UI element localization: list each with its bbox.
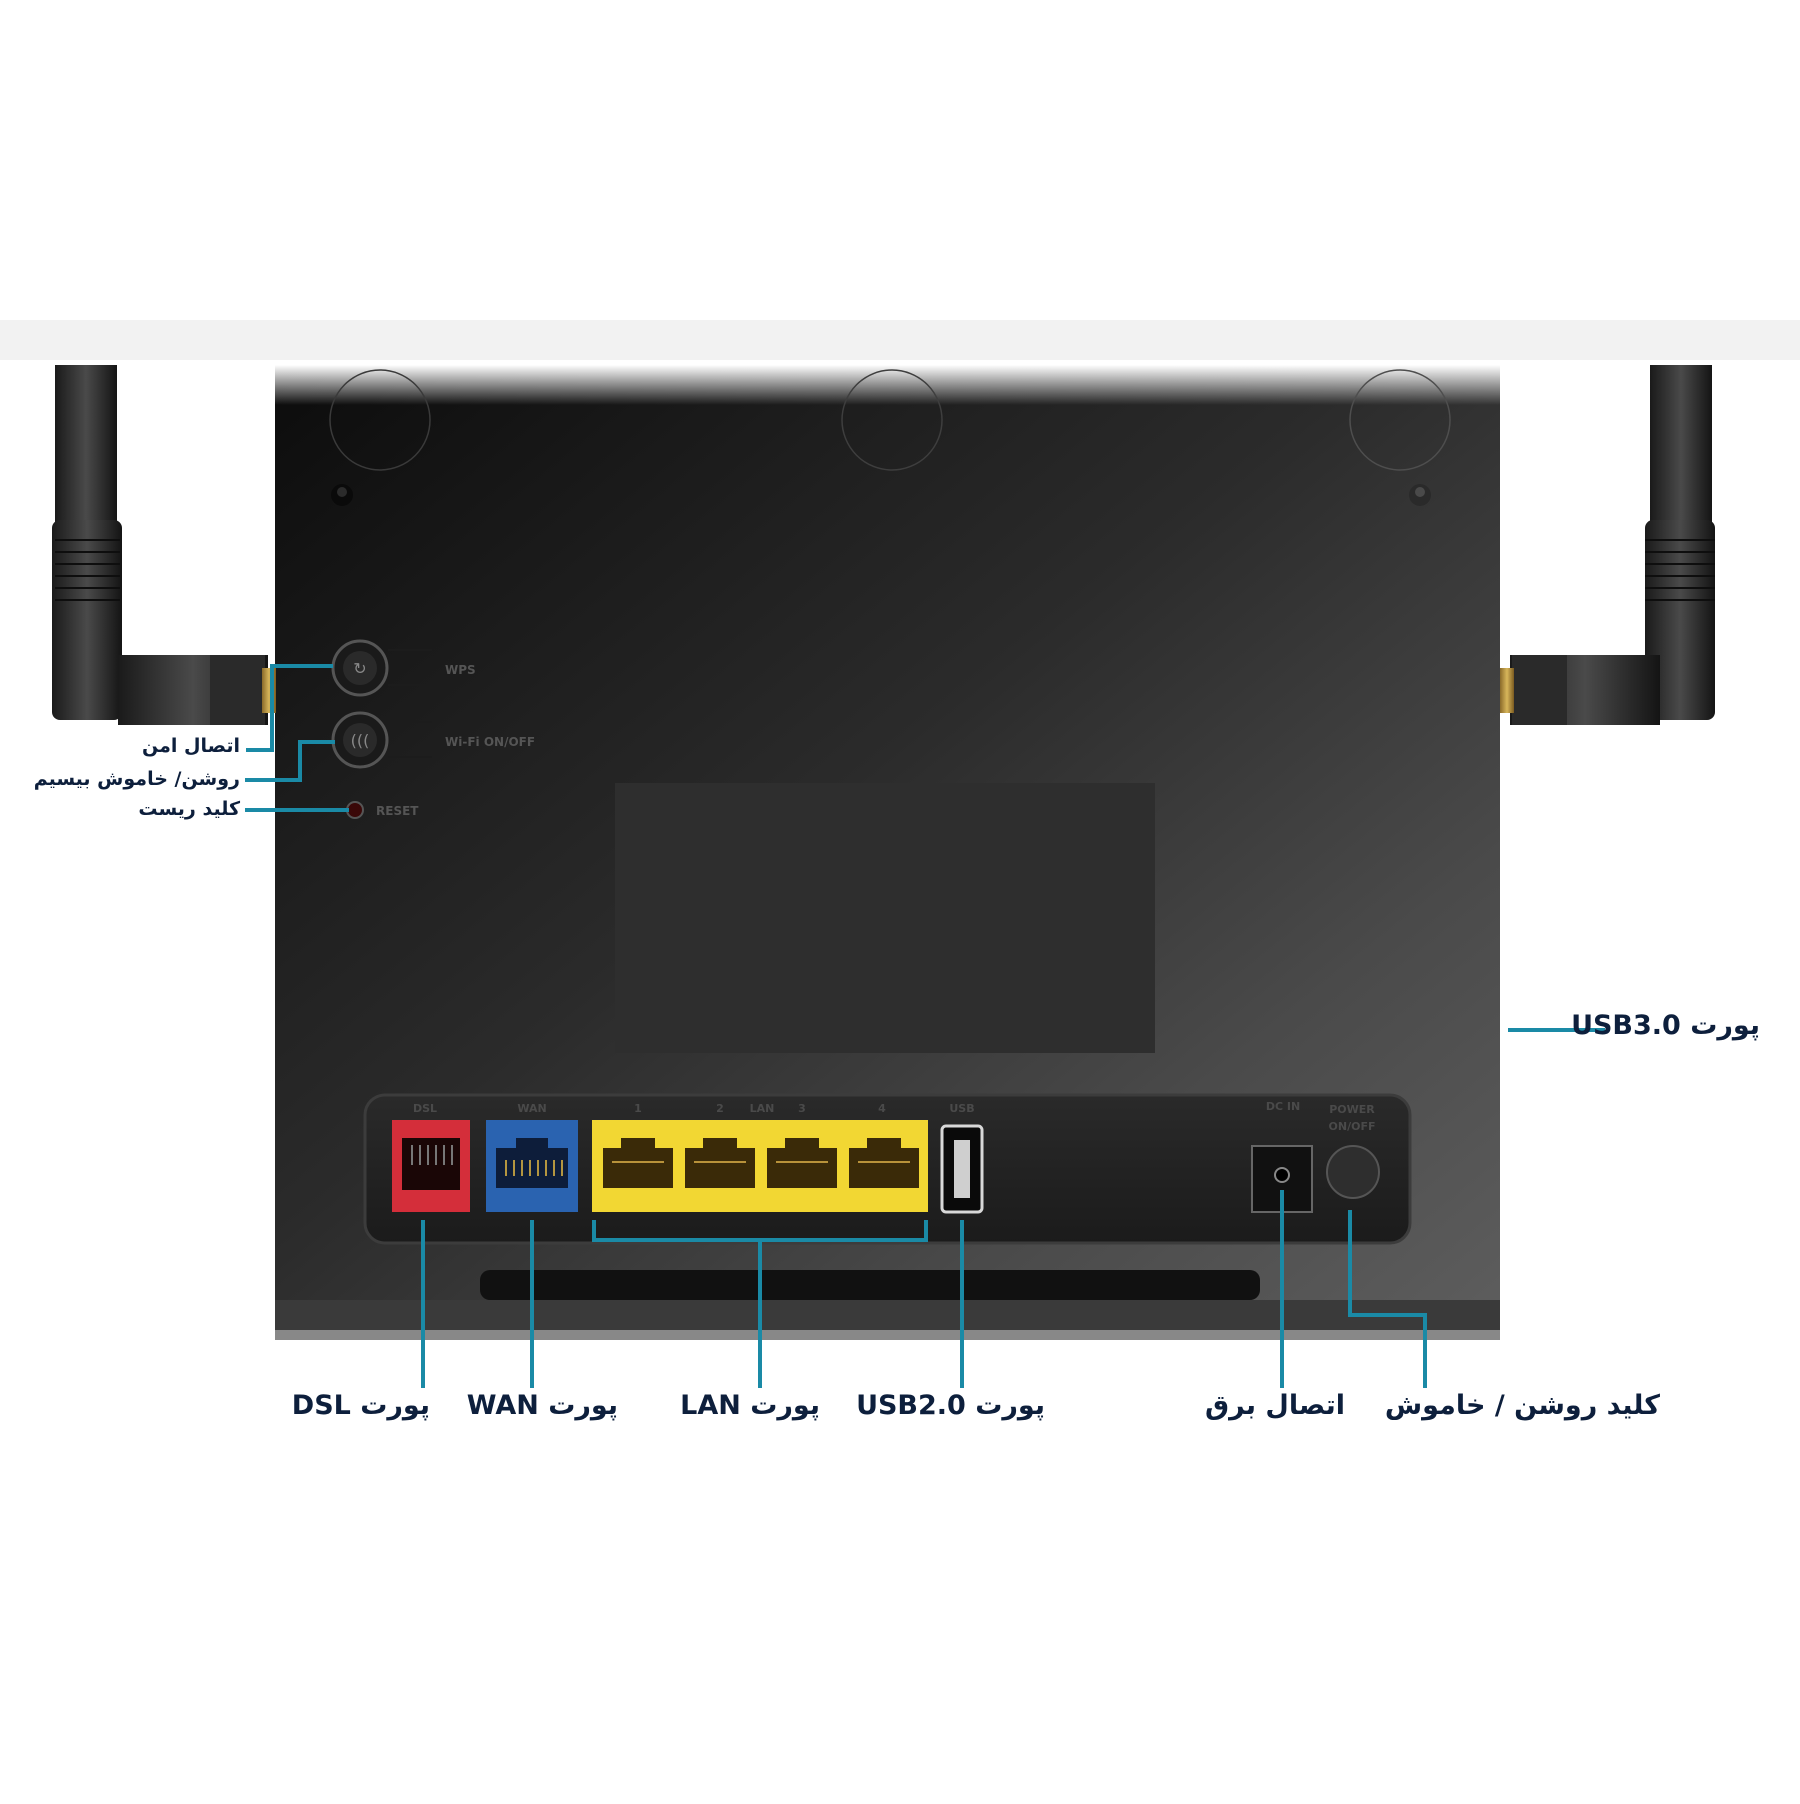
power-switch bbox=[1326, 1145, 1380, 1199]
callout-lan: پورت LAN bbox=[680, 1390, 820, 1421]
background-band bbox=[0, 320, 1800, 360]
callout-wan: پورت WAN bbox=[466, 1390, 618, 1421]
callout-usb2: پورت USB2.0 bbox=[856, 1390, 1045, 1421]
wan-port-label: WAN bbox=[517, 1102, 546, 1115]
leader-lines bbox=[245, 664, 1605, 1388]
callout-usb3: پورت USB3.0 bbox=[1571, 1010, 1760, 1041]
wps-icon: ↻ bbox=[353, 659, 366, 678]
lan1-label: 1 bbox=[634, 1102, 642, 1115]
callout-power-switch: کلید روشن / خاموش bbox=[1384, 1390, 1660, 1421]
dsl-port-label: DSL bbox=[413, 1102, 437, 1115]
lan3-label: 3 bbox=[798, 1102, 806, 1115]
callout-dsl: پورت DSL bbox=[291, 1390, 430, 1421]
callout-wifi: روشن/ خاموش بیسیم bbox=[33, 768, 240, 790]
lan2-label: 2 bbox=[716, 1102, 724, 1115]
right-antenna bbox=[1500, 365, 1715, 725]
wifi-icon: ((( bbox=[351, 731, 370, 750]
dc-in-label: DC IN bbox=[1266, 1100, 1300, 1113]
reset-label: RESET bbox=[376, 804, 419, 818]
callout-power-in: اتصال برق bbox=[1204, 1390, 1345, 1421]
usb-port-label: USB bbox=[949, 1102, 974, 1115]
port-panel: DSL WAN 1 2 LAN 3 4 bbox=[363, 1093, 1412, 1245]
wifi-toggle-button: ((( Wi-Fi ON/OFF bbox=[331, 711, 535, 769]
callout-wps: اتصال امن bbox=[142, 735, 240, 757]
wps-label: WPS bbox=[445, 663, 476, 677]
callout-reset: کلید ریست bbox=[138, 798, 240, 820]
power-label-top: POWER bbox=[1329, 1103, 1375, 1116]
lan4-label: 4 bbox=[878, 1102, 886, 1115]
left-antenna bbox=[52, 365, 276, 725]
lan-group-label: LAN bbox=[750, 1102, 775, 1115]
wps-button: ↻ WPS bbox=[331, 639, 476, 697]
power-label-bottom: ON/OFF bbox=[1329, 1120, 1376, 1133]
wifi-label: Wi-Fi ON/OFF bbox=[445, 735, 535, 749]
reset-button: RESET bbox=[346, 801, 419, 819]
label-plate bbox=[615, 783, 1155, 1053]
